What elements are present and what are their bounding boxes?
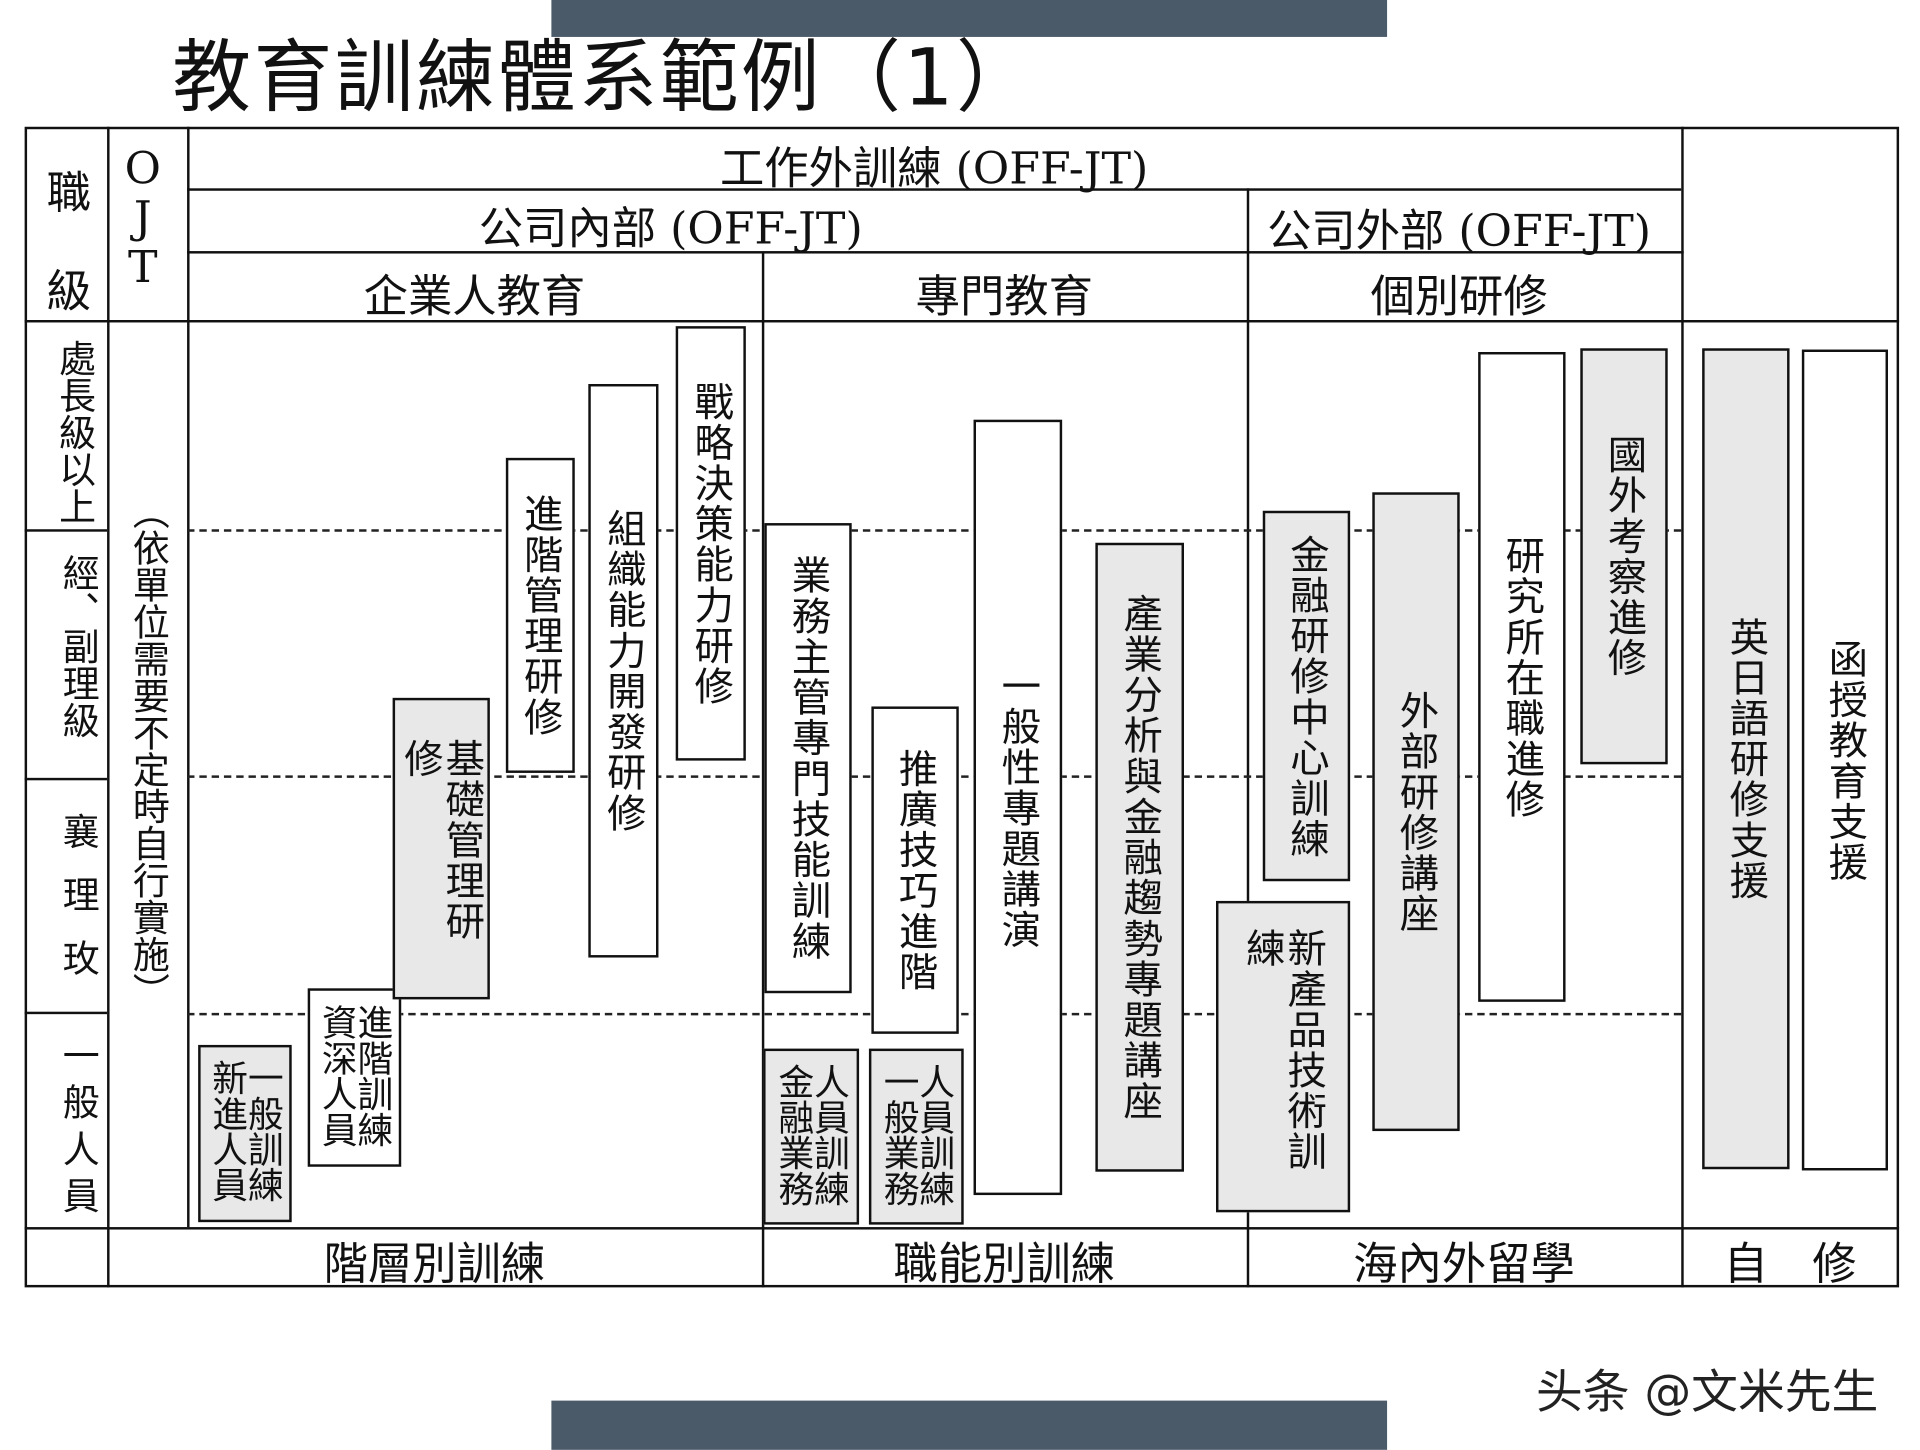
divider	[24, 1227, 1900, 1230]
footer-label: 自 修	[1723, 1239, 1857, 1290]
divider	[24, 1011, 108, 1015]
training-box: 資深人員進階訓練	[307, 988, 402, 1167]
training-box: 基礎管理研修	[392, 697, 490, 1000]
external-header: 公司外部 (OFF-JT)	[1267, 206, 1652, 258]
divider	[24, 777, 108, 781]
training-box: 產業分析與金融趨勢專題講座	[1095, 542, 1184, 1172]
top-banner	[551, 0, 1388, 37]
training-box: 推廣技巧進階	[871, 706, 959, 1034]
table-frame	[24, 126, 1900, 1288]
page-title: 教育訓練體系範例（1）	[172, 33, 1038, 125]
training-box: 金融業務人員訓練	[763, 1048, 860, 1225]
category-header: 專門教育	[915, 271, 1093, 323]
training-box: 國外考察進修	[1580, 348, 1668, 765]
training-box: 研究所在職進修	[1478, 351, 1566, 1002]
training-box: 組織能力開發研修	[588, 383, 659, 958]
training-box: 一般業務人員訓練	[868, 1048, 964, 1225]
training-box: 一般性專題講演	[973, 419, 1063, 1196]
divider	[761, 252, 765, 1288]
divider	[107, 126, 110, 1288]
rank-column-header: 職級	[46, 168, 92, 318]
training-box: 進階管理研修	[505, 457, 575, 773]
watermark: 头条 @文米先生	[1535, 1364, 1879, 1420]
divider	[187, 188, 1682, 191]
rank-label: 處長級以上	[51, 339, 95, 525]
divider	[1681, 126, 1684, 1288]
off-jt-header: 工作外訓練 (OFF-JT)	[719, 143, 1149, 195]
rank-label: 經、副理級	[55, 553, 99, 739]
divider	[187, 126, 190, 1228]
training-box: 金融研修中心訓練	[1262, 510, 1351, 882]
ojt-note: （依單位需要不定時自行實施）	[125, 492, 169, 1010]
category-header: 個別研修	[1370, 271, 1548, 323]
category-header: 企業人教育	[363, 271, 586, 323]
training-box: 外部研修講座	[1372, 492, 1460, 1132]
internal-header: 公司內部 (OFF-JT)	[478, 204, 863, 255]
divider	[24, 529, 108, 532]
dashed-divider	[187, 529, 1682, 532]
ojt-column-header: OJT	[124, 143, 161, 293]
footer-label: 職能別訓練	[893, 1239, 1116, 1290]
bottom-banner	[551, 1400, 1388, 1450]
training-box: 新進人員一般訓練	[198, 1044, 292, 1223]
training-box: 業務主管專門技能訓練	[764, 523, 852, 994]
footer-label: 海內外留學	[1353, 1239, 1575, 1290]
divider	[24, 319, 1900, 323]
training-box: 英日語研修支援	[1702, 348, 1790, 1170]
divider	[187, 251, 1684, 254]
rank-label: 一般人員	[55, 1036, 99, 1224]
training-box: 戰略決策能力研修	[675, 326, 746, 761]
footer-label: 階層別訓練	[323, 1239, 546, 1290]
training-box: 新產品技術訓練	[1215, 900, 1351, 1213]
divider	[1246, 188, 1250, 1288]
training-box: 函授教育支援	[1801, 349, 1888, 1171]
rank-label: 襄 理 玫	[55, 812, 99, 984]
